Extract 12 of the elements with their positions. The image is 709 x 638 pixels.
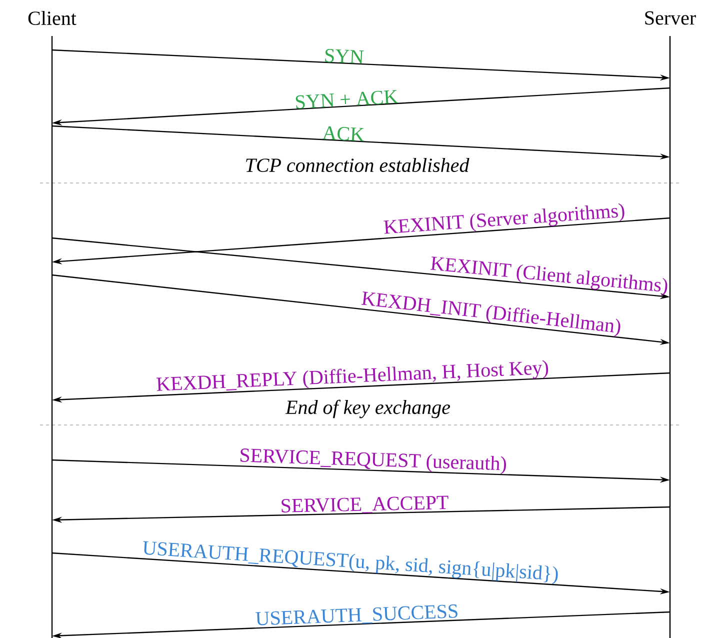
note-text: TCP connection established (246, 158, 470, 172)
message-label: USERAUTH_REQUEST(u, pk, sid, sign{u|pk|sid}) (143, 541, 558, 584)
message-label: KEXINIT (Server algorithms) (384, 203, 624, 234)
message-label: SERVICE_REQUEST (userauth) (240, 448, 506, 474)
message-label: USERAUTH_SUCCESS (256, 604, 458, 626)
lifeline: Client (28, 10, 76, 638)
message-label: ACK (322, 126, 364, 142)
message-label: SYN + ACK (296, 90, 398, 109)
message-label: KEXDH_REPLY (Diffie-Hellman, H, Host Key) (156, 360, 548, 391)
note-text: End of key exchange (285, 400, 450, 418)
message-label: SERVICE_ACCEPT (282, 496, 448, 514)
message-label: SYN (325, 48, 364, 64)
